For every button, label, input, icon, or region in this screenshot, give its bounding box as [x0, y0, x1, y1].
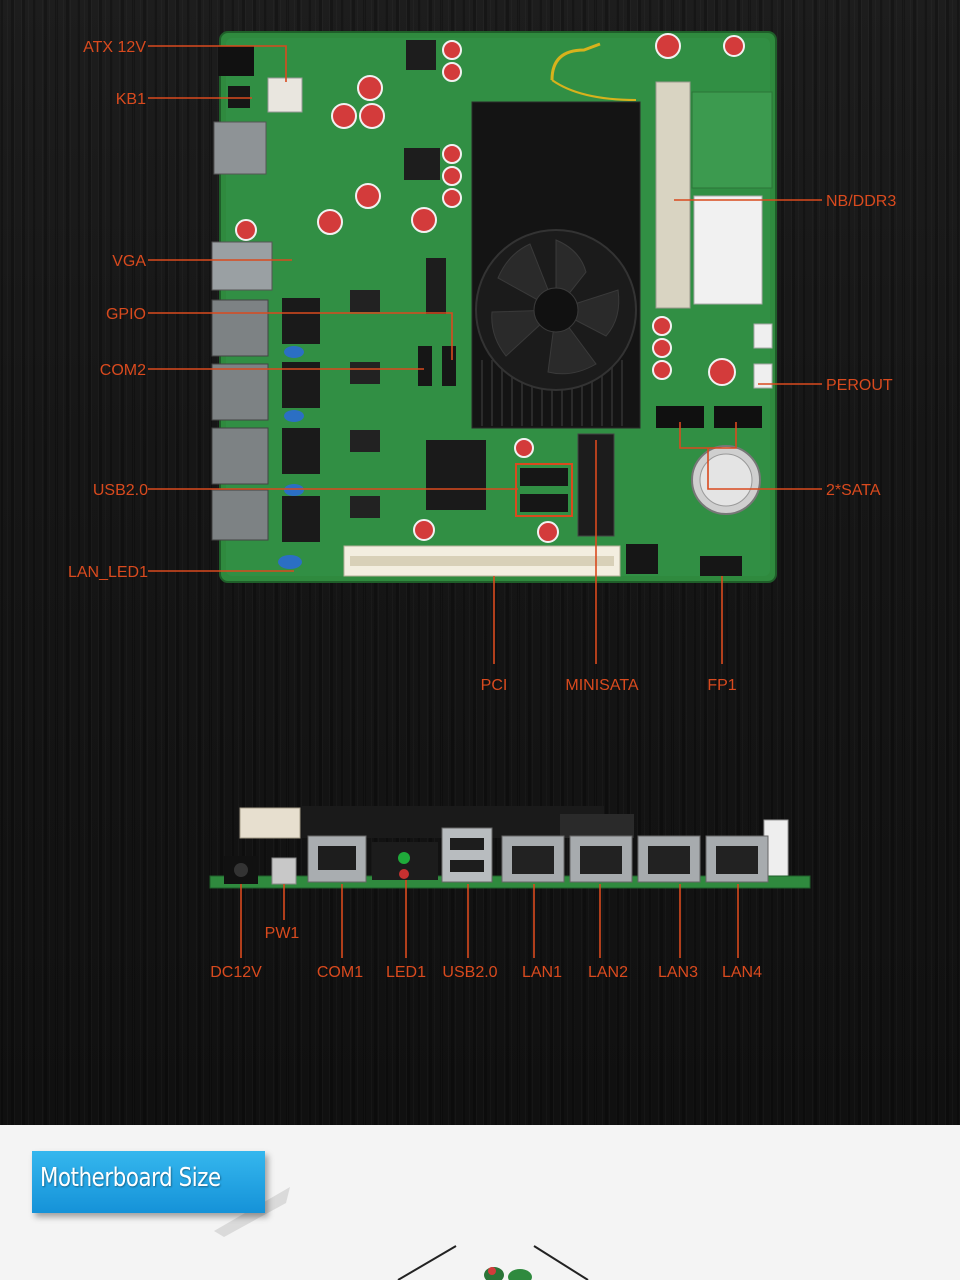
section-title: Motherboard Size	[40, 1163, 221, 1193]
motherboard-size-banner: Motherboard Size	[32, 1151, 265, 1213]
lan2-label: LAN2	[588, 964, 628, 981]
lan4-label: LAN4	[722, 964, 762, 981]
com2-label: COM2	[100, 362, 146, 379]
io-leader-lines	[240, 880, 739, 958]
motherboard-top-view	[211, 31, 777, 583]
atx12v-label: ATX 12V	[83, 39, 146, 56]
usb20-io-label: USB2.0	[442, 964, 497, 981]
led1-label: LED1	[386, 964, 426, 981]
io-side-view	[209, 806, 811, 889]
perout-label: PEROUT	[826, 377, 893, 394]
dc12v-label: DC12V	[210, 964, 262, 981]
top-leader-lines	[148, 45, 822, 664]
fp1-label: FP1	[707, 677, 736, 694]
gpio-label: GPIO	[106, 306, 146, 323]
sata2-label: 2*SATA	[826, 482, 881, 499]
vga-label: VGA	[112, 253, 146, 270]
pci-label: PCI	[481, 677, 508, 694]
minisata-label: MINISATA	[565, 677, 639, 694]
lan3-label: LAN3	[658, 964, 698, 981]
lan-led1-label: LAN_LED1	[68, 564, 148, 581]
pw1-label: PW1	[265, 925, 300, 942]
usb20-header-label: USB2.0	[93, 482, 148, 499]
lan1-label: LAN1	[522, 964, 562, 981]
motherboard-diagram: ATX 12V KB1 VGA GPIO COM2 USB2.0 LAN_LED…	[68, 31, 896, 981]
product-diagram-background: ATX 12V KB1 VGA GPIO COM2 USB2.0 LAN_LED…	[0, 0, 960, 1125]
com1-label: COM1	[317, 964, 363, 981]
nb-ddr3-label: NB/DDR3	[826, 193, 896, 210]
kb1-label: KB1	[116, 91, 146, 108]
